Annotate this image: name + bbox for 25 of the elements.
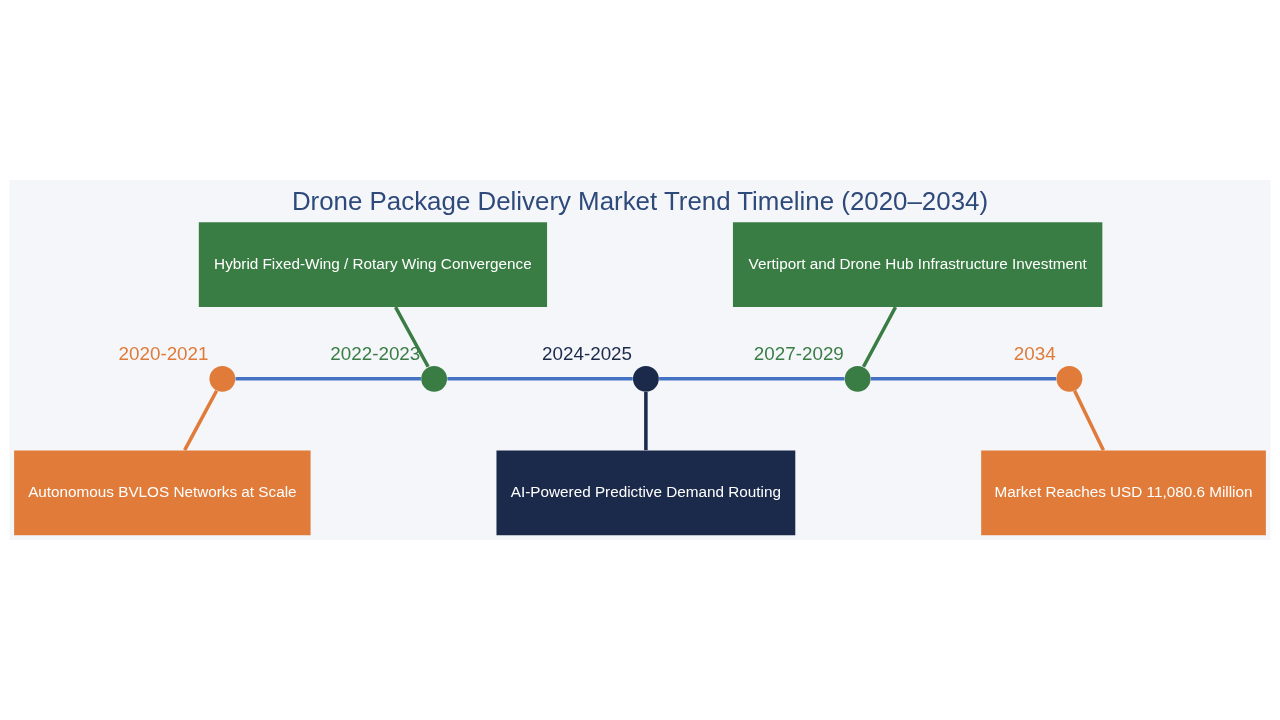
node-circle <box>844 365 871 392</box>
node-label: 2034 <box>1013 342 1056 364</box>
connector <box>870 377 1057 381</box>
node-circle <box>1056 365 1083 392</box>
node-box: Vertiport and Drone Hub Infrastructure Investment <box>732 222 1103 308</box>
node-circle <box>209 365 236 392</box>
connector <box>235 377 421 381</box>
diagram-title: Drone Package Delivery Market Trend Timeline (2020–2034) <box>291 187 989 216</box>
connector <box>394 306 430 368</box>
node-box: Autonomous BVLOS Networks at Scale <box>14 450 311 536</box>
connector <box>183 389 219 452</box>
node-label: 2020-2021 <box>118 342 209 364</box>
connector <box>447 377 633 381</box>
node-label: 2024-2025 <box>542 342 633 364</box>
node-box: AI-Powered Predictive Demand Routing <box>496 450 796 536</box>
node-label: 2027-2029 <box>753 342 844 364</box>
node-circle <box>632 365 659 392</box>
connector <box>861 306 898 368</box>
node-circle <box>421 365 448 392</box>
connector <box>1073 389 1105 451</box>
node-label: 2022-2023 <box>330 342 421 364</box>
connector <box>659 377 845 381</box>
node-box: Hybrid Fixed-Wing / Rotary Wing Convergence <box>198 222 548 308</box>
connector <box>644 391 648 451</box>
node-box: Market Reaches USD 11,080.6 Million <box>981 450 1266 536</box>
